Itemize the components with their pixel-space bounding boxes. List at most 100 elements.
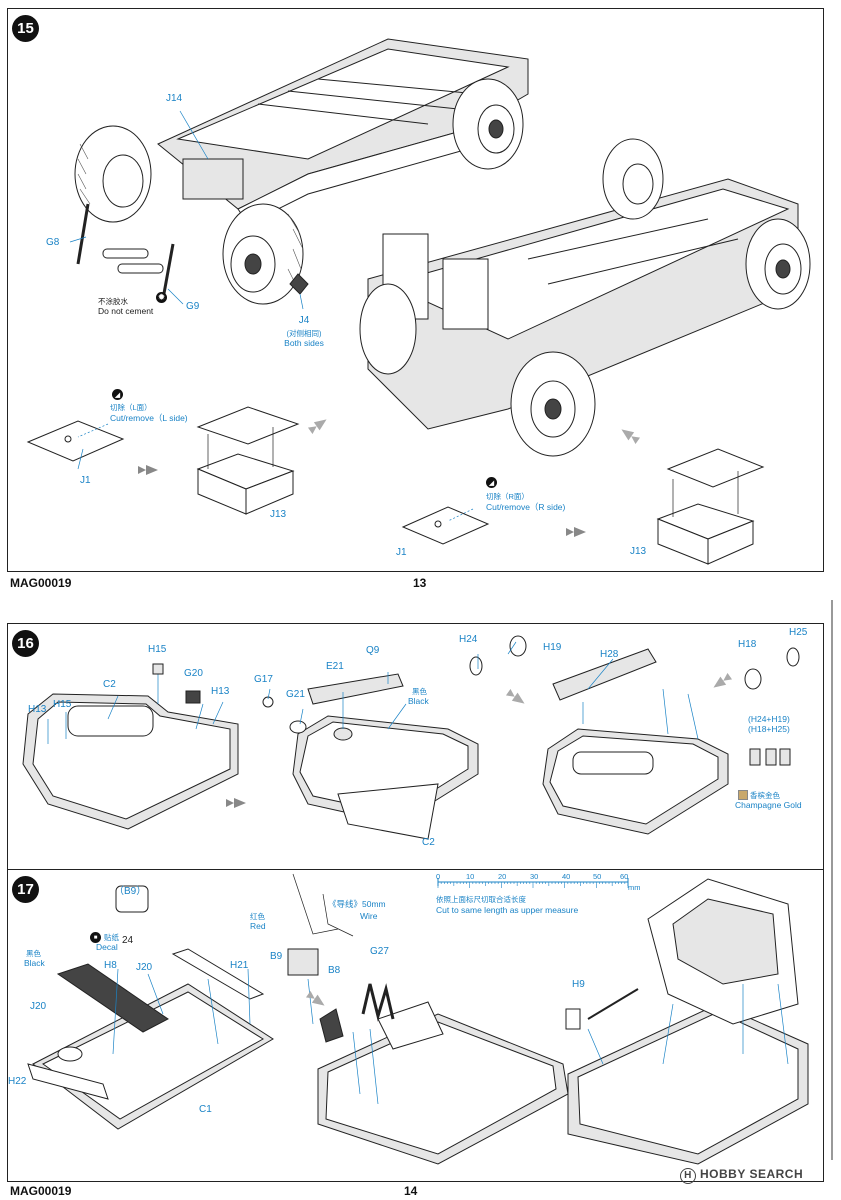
ruler-unit: mm [628, 883, 641, 892]
black-cn-17: 黑色 [26, 949, 41, 958]
watermark-logo-icon: H [680, 1168, 696, 1184]
catalog-code: MAG00019 [10, 576, 72, 590]
ruler-tick: 50 [593, 872, 602, 881]
wire-cn: 《导线》50mm [328, 899, 386, 909]
label-c1: C1 [199, 1104, 212, 1115]
cut-note-cn: 依照上面标尺切取合适长度 [436, 895, 526, 904]
both-sides-en: Both sides [284, 338, 324, 348]
no-cement-icon [156, 292, 167, 303]
label-g17: G17 [254, 674, 273, 685]
next-arrow-icon [226, 798, 246, 808]
combo-h24-h19: (H24+H19) [748, 714, 790, 724]
cut-right-cn: 切除（R面） [486, 492, 529, 501]
next-arrow-icon [566, 527, 586, 537]
do-not-cement-en: Do not cement [98, 306, 154, 316]
seat-tray-left [22, 663, 239, 830]
insert-arrow-icon [621, 429, 641, 445]
label-g8: G8 [46, 237, 60, 248]
ruler-tick: 30 [530, 872, 539, 881]
floor-panel-middle [287, 873, 569, 1165]
step-divider [8, 869, 823, 870]
label-h22: H22 [8, 1076, 27, 1087]
seat-tray-middle [262, 672, 479, 840]
hobby-search-watermark: H HOBBY SEARCH [680, 1167, 803, 1184]
label-h9: H9 [572, 979, 585, 990]
gold-swatch [738, 790, 748, 800]
label-j4: J4 [298, 315, 310, 326]
label-j13-left: J13 [270, 509, 287, 520]
insert-arrow-icon [505, 688, 525, 704]
insert-arrow-icon [713, 672, 733, 688]
decal-en: Decal [96, 942, 118, 952]
cut-left-cn: 切除（L面） [110, 403, 152, 412]
decal-cn: 贴纸 [104, 933, 119, 942]
page-number: 14 [404, 1184, 418, 1198]
watermark-text: HOBBY SEARCH [700, 1167, 804, 1181]
label-g27: G27 [370, 946, 389, 957]
page-number: 13 [413, 576, 427, 590]
step-number-badge: 15 [12, 15, 39, 42]
black-en: Black [408, 696, 429, 706]
label-h19: H19 [543, 642, 562, 653]
part-j1-left [26, 420, 125, 470]
label-h13-right: H13 [211, 686, 230, 697]
cut-right-en: Cut/remove（R side) [486, 502, 566, 512]
cut-icon [486, 477, 497, 488]
part-j1-right [401, 506, 490, 545]
label-g9: G9 [186, 301, 200, 312]
cut-icon [112, 389, 123, 400]
step-number-badge: 17 [12, 876, 39, 903]
label-c2-mid: C2 [422, 837, 435, 848]
label-g20: G20 [184, 668, 203, 679]
insert-arrow-icon [305, 990, 325, 1006]
label-h28: H28 [600, 649, 619, 660]
ruler-tick: 60 [620, 872, 629, 881]
chassis-assembled-rear [359, 138, 811, 457]
page-edge [831, 600, 833, 1160]
insert-arrow-icon [307, 419, 327, 435]
chassis-assembled-front [74, 38, 529, 305]
label-h15-left: H15 [53, 699, 72, 710]
red-en: Red [250, 921, 266, 931]
label-b9-box: （B9） [114, 886, 147, 897]
label-h24: H24 [459, 634, 478, 645]
floor-panel-right [565, 878, 809, 1165]
combo-h18-h25: (H18+H25) [748, 724, 790, 734]
label-h15-top: H15 [148, 644, 167, 655]
floor-panel-left [27, 885, 274, 1130]
cut-note-en: Cut to same length as upper measure [436, 905, 579, 915]
wire-en: Wire [360, 911, 378, 921]
black-en-17: Black [24, 958, 45, 968]
seat-tray-right [469, 635, 800, 835]
part-j13-right [656, 448, 765, 565]
label-h13-left: H13 [28, 704, 47, 715]
step-15-illustration [26, 38, 811, 565]
label-b9: B9 [270, 951, 283, 962]
label-j1-right: J1 [396, 547, 407, 558]
black-cn: 黑色 [412, 687, 427, 696]
label-j20-top: J20 [136, 962, 153, 973]
ruler-tick: 40 [562, 872, 571, 881]
decal-icon [90, 932, 101, 943]
step-15-panel: 15 [7, 8, 824, 572]
do-not-cement-cn: 不涂胶水 [98, 297, 128, 306]
step-number-badge: 16 [12, 630, 39, 657]
label-g21: G21 [286, 689, 305, 700]
catalog-code: MAG00019 [10, 1184, 72, 1198]
label-h21: H21 [230, 960, 249, 971]
label-j20-left: J20 [30, 1001, 47, 1012]
gold-cn: 香槟金色 [750, 791, 780, 800]
step-16-17-panel: 16 17 [7, 623, 824, 1182]
label-h25: H25 [789, 627, 808, 638]
both-sides-cn: (对侧相同) [286, 329, 322, 338]
next-arrow-icon [138, 465, 158, 475]
label-h18: H18 [738, 639, 757, 650]
decal-number: 24 [122, 935, 134, 946]
label-h8: H8 [104, 960, 117, 971]
ruler-tick: 10 [466, 872, 475, 881]
gold-en: Champagne Gold [735, 800, 802, 810]
label-b8: B8 [328, 965, 341, 976]
label-q9: Q9 [366, 645, 380, 656]
label-c2-left: C2 [103, 679, 116, 690]
label-e21: E21 [326, 661, 344, 672]
